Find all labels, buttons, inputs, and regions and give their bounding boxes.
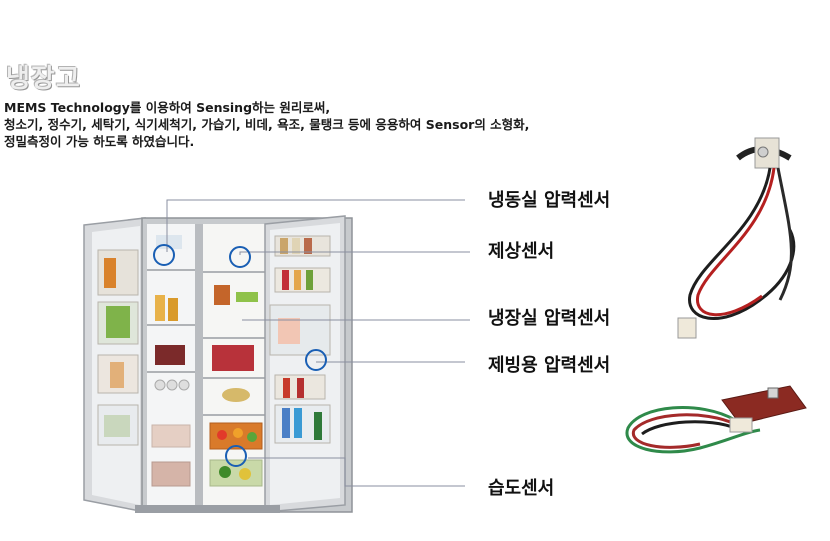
description-line-3: 정밀측정이 가능 하도록 하였습니다. <box>4 134 195 149</box>
humidity-sensor-image <box>625 385 807 454</box>
label-freezer-pressure-sensor: 냉동실 압력센서 <box>488 190 611 211</box>
label-humidity-sensor: 습도센서 <box>488 478 555 499</box>
defrost-sensor-callout <box>229 246 251 268</box>
description-line-2: 청소기, 정수기, 세탁기, 식기세척기, 가습기, 비데, 욕조, 물탱크 등… <box>4 117 530 132</box>
leader-lines <box>166 199 470 487</box>
description-block: MEMS Technology를 이용하여 Sensing하는 원리로써, 청소… <box>4 99 529 150</box>
label-ice-pressure-sensor: 제빙용 압력센서 <box>488 355 611 376</box>
label-fridge-pressure-sensor: 냉장실 압력센서 <box>488 308 611 329</box>
sensor-callouts <box>153 244 327 467</box>
description-line-1: MEMS Technology를 이용하여 Sensing하는 원리로써, <box>4 100 331 115</box>
refrigerator-illustration <box>83 215 353 513</box>
page-title: 냉장고 <box>6 64 81 94</box>
freezer-sensor-callout <box>153 244 175 266</box>
ice-sensor-callout <box>305 349 327 371</box>
pressure-sensor-image <box>677 137 796 339</box>
humidity-sensor-callout <box>225 445 247 467</box>
label-defrost-sensor: 제상센서 <box>488 241 555 262</box>
